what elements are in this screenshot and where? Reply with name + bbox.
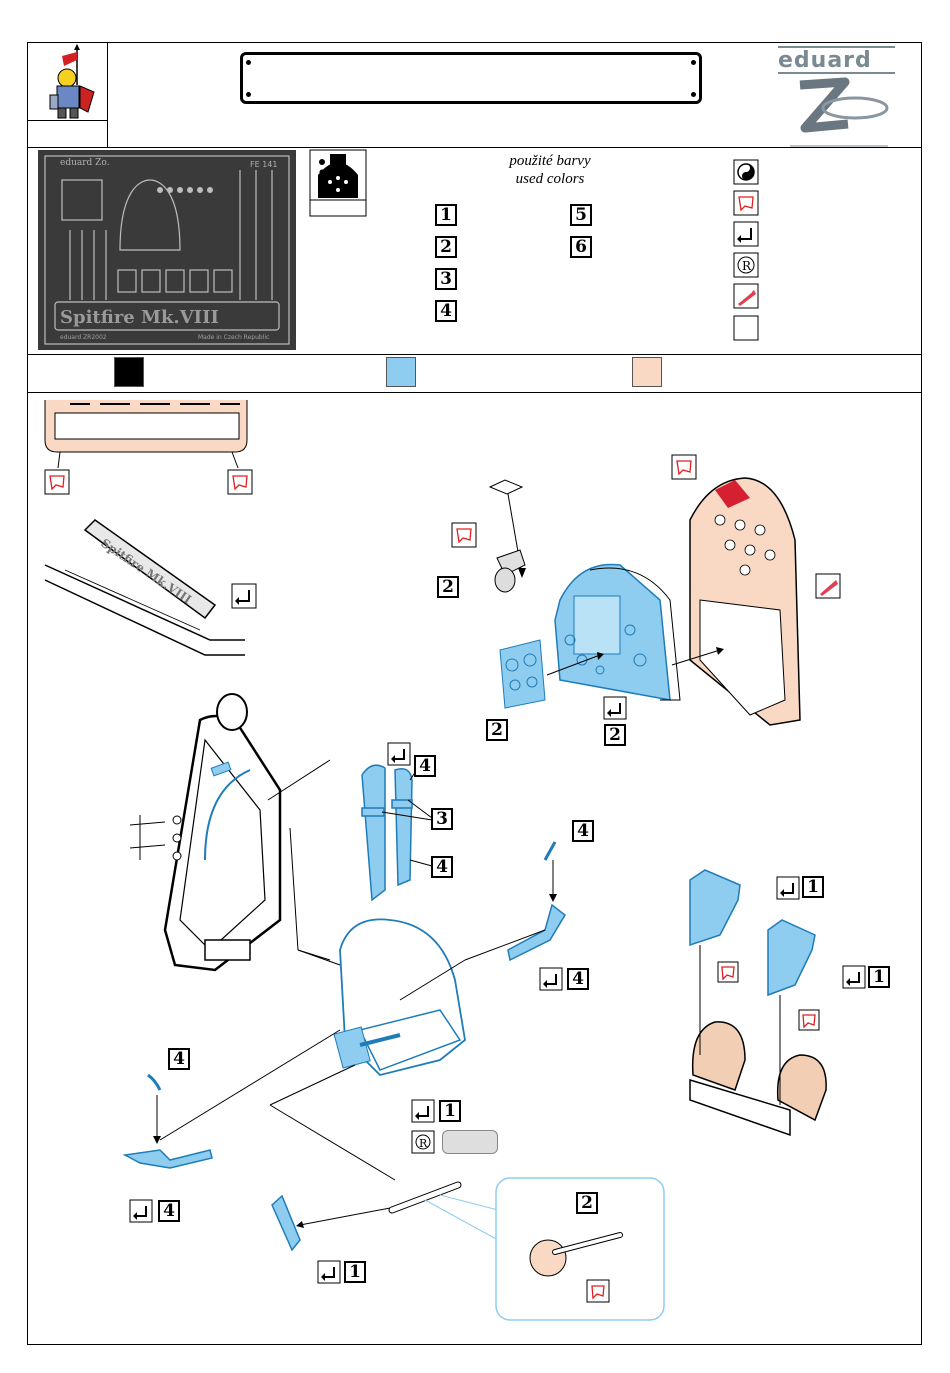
bend-icon bbox=[843, 966, 865, 988]
seat-pad-illustration bbox=[272, 1185, 458, 1250]
rail-part-illustration bbox=[45, 400, 247, 468]
bend-icon bbox=[540, 968, 562, 990]
bend-icon bbox=[130, 1200, 152, 1222]
bend-icon bbox=[388, 743, 410, 765]
callout-harness-low: 4 bbox=[431, 856, 453, 878]
paint-icon bbox=[452, 523, 476, 547]
callout-panel-bend: 2 bbox=[604, 724, 626, 746]
paint-icon bbox=[799, 1010, 819, 1030]
svg-text:R: R bbox=[419, 1137, 428, 1150]
callout-bracket-left: 4 bbox=[168, 1048, 190, 1070]
nameplate-illustration: Spitfire Mk.VIII bbox=[45, 520, 245, 655]
callout-panel-gauge: 2 bbox=[486, 719, 508, 741]
bend-icon bbox=[777, 877, 799, 899]
cut-hatch-icon bbox=[816, 574, 840, 598]
bend-icon bbox=[232, 584, 256, 608]
rudder-pedal-illustration bbox=[690, 870, 826, 1135]
bend-icon bbox=[318, 1261, 340, 1283]
instrument-panel-illustration bbox=[490, 478, 800, 725]
paint-icon bbox=[587, 1280, 609, 1302]
seat-harness-illustration bbox=[362, 765, 412, 900]
seat-illustration bbox=[334, 919, 465, 1075]
callout-harness-top: 4 bbox=[414, 755, 436, 777]
bracket-left-illustration bbox=[125, 1075, 212, 1168]
callout-seat-bend: 1 bbox=[439, 1100, 461, 1122]
callout-bracket-right-bend: 4 bbox=[567, 968, 589, 990]
bend-icon bbox=[604, 697, 626, 719]
callout-bracket-left-bend: 4 bbox=[158, 1200, 180, 1222]
callout-bracket-right: 4 bbox=[572, 820, 594, 842]
callout-detail: 2 bbox=[576, 1192, 598, 1214]
resin-icon: R bbox=[412, 1131, 434, 1153]
bend-icon bbox=[412, 1100, 434, 1122]
callout-pedal-mid: 1 bbox=[868, 966, 890, 988]
callout-pad-bend: 1 bbox=[344, 1261, 366, 1283]
callout-harness-mid: 3 bbox=[431, 808, 453, 830]
callout-pedal-top: 1 bbox=[802, 876, 824, 898]
seat-armor-illustration bbox=[130, 694, 280, 970]
resin-part-placeholder bbox=[442, 1130, 498, 1154]
callout-panel-left: 2 bbox=[437, 576, 459, 598]
paint-icon bbox=[45, 470, 69, 494]
bracket-right-illustration bbox=[508, 842, 565, 960]
paint-icon bbox=[228, 470, 252, 494]
paint-icon bbox=[672, 455, 696, 479]
paint-icon bbox=[718, 962, 738, 982]
